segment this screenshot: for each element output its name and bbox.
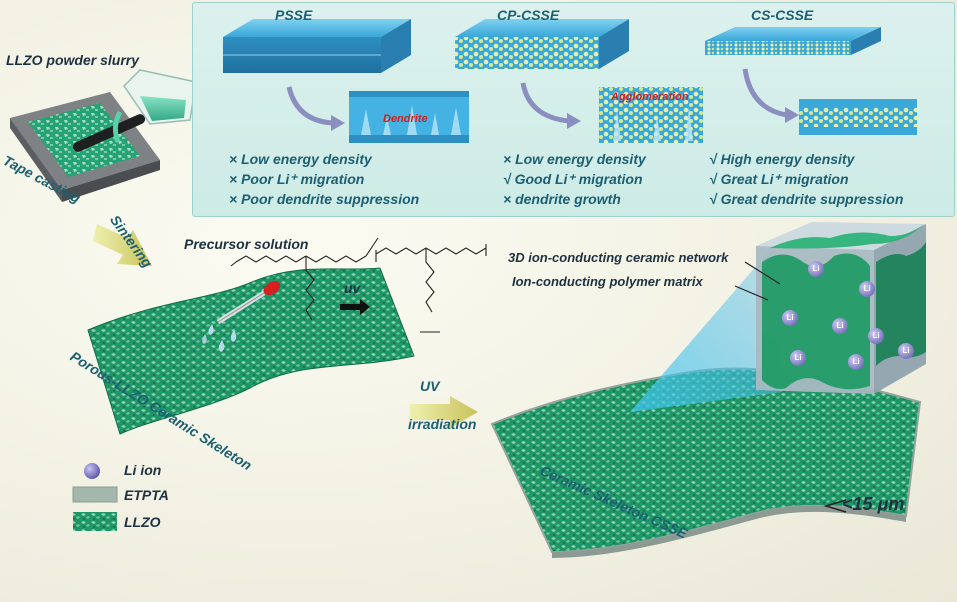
magnification-beam — [630, 250, 782, 412]
psse-zoom-box — [349, 91, 469, 143]
csse-sheet — [490, 367, 922, 554]
uv-arrow-icon — [340, 299, 370, 315]
thickness-label: <15 μm — [842, 494, 905, 514]
li-ion: Li — [898, 343, 914, 359]
psse-point-1: × Low energy density — [229, 151, 372, 167]
cs-csse-zoom-box — [799, 99, 917, 135]
network-label: 3D ion-conducting ceramic network — [508, 250, 729, 265]
cp-csse-point-2: √ Good Li⁺ migration — [503, 171, 643, 187]
llzo-skeleton-sheet — [87, 267, 415, 435]
beaker-icon — [123, 69, 197, 125]
dendrite-callout: Dendrite — [383, 113, 428, 125]
etpta-monomer-structure — [230, 237, 379, 321]
cp-csse-slab — [455, 19, 629, 69]
network-pointer-line — [744, 261, 781, 285]
li-ion: Li — [868, 328, 884, 344]
legend-li-ion-swatch — [84, 463, 100, 479]
composite-cube — [756, 222, 926, 394]
agglomeration-callout: Agglomeration — [611, 91, 689, 103]
cs-csse-title: CS-CSSE — [751, 7, 814, 23]
li-ion: Li — [790, 350, 806, 366]
cp-csse-point-1: × Low energy density — [503, 151, 646, 167]
uv-irradiation-arrow — [410, 396, 478, 428]
pipette-icon — [202, 280, 281, 352]
psse-slab — [223, 19, 411, 73]
li-ion: Li — [848, 354, 864, 370]
slurry-label: LLZO powder slurry — [6, 52, 140, 68]
li-ion: Li — [782, 310, 798, 326]
thickness-bracket — [823, 499, 847, 513]
comparison-panel: PSSE CP-CSSE CS-CSSE Dendrite Agglomerat… — [192, 2, 955, 217]
cs-csse-point-2: √ Great Li⁺ migration — [709, 171, 849, 187]
cs-csse-point-1: √ High energy density — [709, 151, 855, 167]
legend-etpta-label: ETPTA — [124, 487, 169, 503]
cp-csse-title: CP-CSSE — [497, 7, 560, 23]
sintering-arrow — [93, 224, 152, 266]
li-ion: Li — [832, 318, 848, 334]
polymer-label: Ion-conducting polymer matrix — [512, 274, 703, 289]
li-ion: Li — [859, 281, 875, 297]
cp-csse-point-3: × dendrite growth — [503, 191, 621, 207]
uv-label: uv — [344, 280, 361, 296]
cs-csse-curved-arrow — [742, 68, 788, 118]
tape-casting-bed — [10, 92, 160, 202]
precursor-label: Precursor solution — [184, 236, 309, 252]
legend-etpta-swatch — [72, 486, 118, 503]
cs-csse-point-3: √ Great dendrite suppression — [709, 191, 904, 207]
cp-csse-curved-arrow — [520, 82, 570, 124]
li-ion: Li — [808, 261, 824, 277]
psse-point-3: × Poor dendrite suppression — [229, 191, 420, 207]
legend-li-ion-label: Li ion — [124, 462, 162, 478]
panel-graphics — [223, 19, 917, 143]
cp-csse-zoom-box — [599, 87, 703, 143]
polymer-network-structure — [375, 244, 487, 333]
legend-llzo-swatch — [73, 512, 117, 531]
uv-irradiation-label-2: irradiation — [408, 416, 477, 432]
polymer-pointer-line — [734, 285, 769, 301]
cs-csse-slab — [705, 27, 881, 55]
legend-llzo-label: LLZO — [124, 514, 161, 530]
psse-point-2: × Poor Li⁺ migration — [229, 171, 365, 187]
psse-curved-arrow — [286, 86, 334, 126]
uv-irradiation-label-1: UV — [420, 378, 440, 394]
psse-title: PSSE — [275, 7, 313, 23]
